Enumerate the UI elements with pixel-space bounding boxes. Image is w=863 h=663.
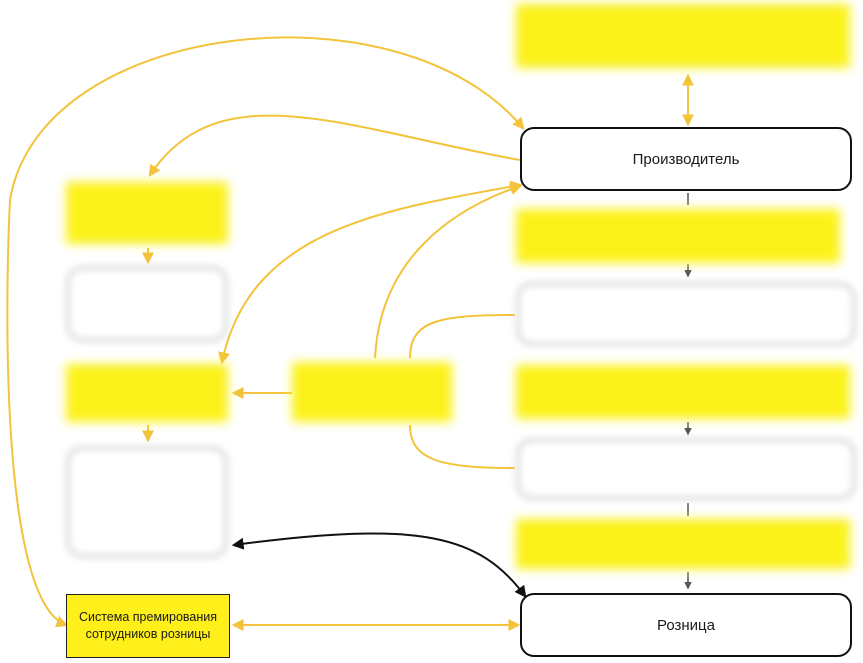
redacted-box-right-6 bbox=[516, 519, 850, 569]
retail-label: Розница bbox=[657, 616, 715, 634]
retail-node: Розница bbox=[520, 593, 852, 657]
connector-retail-leftbox bbox=[231, 532, 527, 598]
redacted-box-right-2 bbox=[516, 209, 840, 263]
redacted-box-left-4 bbox=[66, 446, 228, 558]
redacted-box-wholesale bbox=[516, 438, 856, 500]
connector-middle-producer bbox=[374, 183, 523, 359]
connector-middle-wholesale bbox=[409, 424, 516, 469]
redacted-box-left-3 bbox=[66, 364, 228, 422]
bonus-system-node: Система премирования сотрудников розницы bbox=[66, 594, 230, 658]
producer-node: Производитель bbox=[520, 127, 852, 191]
connector-middle-distributor bbox=[409, 314, 516, 359]
redacted-box-distributor bbox=[516, 282, 856, 346]
bonus-system-line2: сотрудников розницы bbox=[85, 627, 211, 641]
redacted-box-right-4 bbox=[516, 365, 850, 419]
connector-outer-arc bbox=[6, 36, 525, 628]
connector-producer-left bbox=[148, 114, 521, 177]
connector-producer-leftmid bbox=[218, 180, 523, 365]
producer-label: Производитель bbox=[632, 150, 740, 168]
redacted-box-left-1 bbox=[66, 182, 228, 244]
redacted-box-top bbox=[516, 4, 850, 68]
redacted-box-left-2 bbox=[66, 266, 228, 342]
redacted-box-middle bbox=[292, 362, 452, 422]
bonus-system-line1: Система премирования bbox=[78, 610, 218, 625]
